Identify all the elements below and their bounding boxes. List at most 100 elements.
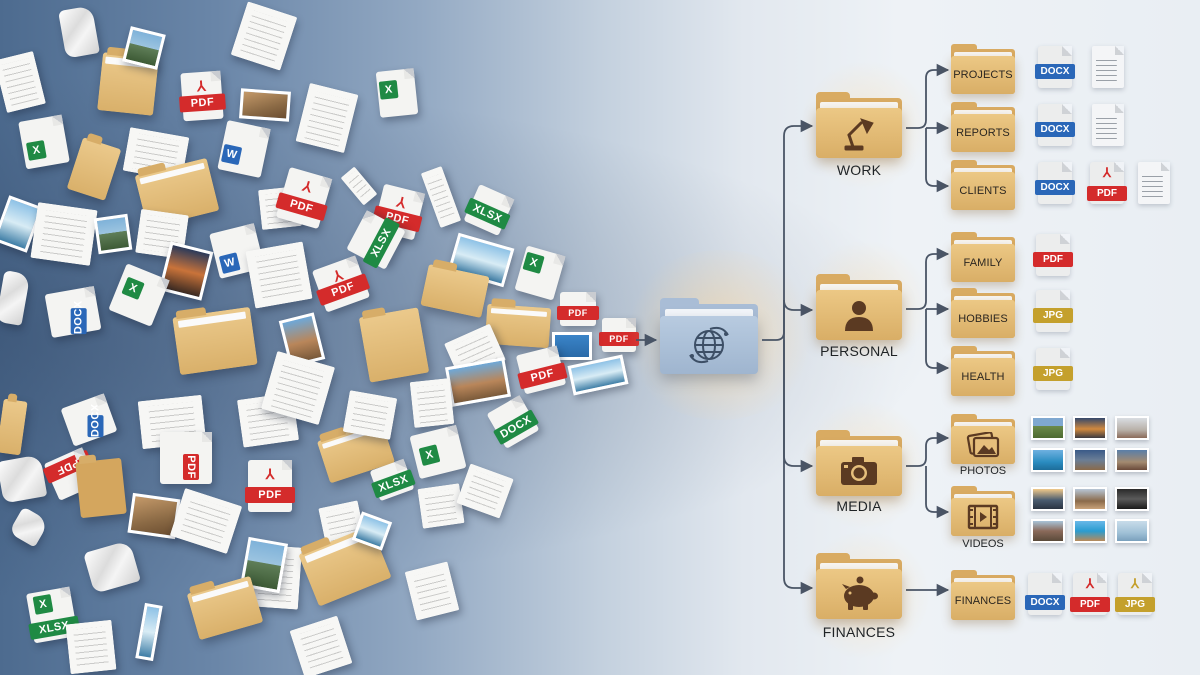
crumpled-paper	[83, 540, 141, 594]
word-icon: W	[218, 252, 241, 275]
pdf-label: PDF	[1070, 597, 1110, 612]
text-document	[30, 202, 98, 266]
folder-videos[interactable]	[951, 486, 1015, 536]
folder-reports-label: REPORTS	[951, 114, 1015, 152]
photos-icon	[966, 432, 1000, 458]
camera-icon	[841, 457, 877, 485]
video-thumbnail[interactable]	[1115, 519, 1149, 543]
hub-folder[interactable]	[660, 298, 758, 374]
docx-file: DOCX	[486, 395, 540, 449]
text-document-icon[interactable]	[1092, 104, 1124, 146]
text-document	[245, 241, 313, 309]
xlsx-file: X	[375, 68, 419, 118]
docx-file-icon[interactable]: DOCX	[1025, 573, 1065, 615]
excel-icon: X	[378, 79, 399, 100]
jpg-file-icon[interactable]: ⅄ JPG	[1115, 573, 1155, 615]
xlsx-file: X	[108, 263, 170, 327]
video-thumbnail[interactable]	[1031, 487, 1065, 511]
folder-reports[interactable]: REPORTS	[951, 102, 1015, 152]
text-document	[230, 1, 298, 71]
video-thumbnail[interactable]	[1115, 487, 1149, 511]
folder-clients[interactable]: CLIENTS	[951, 160, 1015, 210]
text-document	[342, 390, 398, 440]
excel-icon: X	[25, 140, 47, 161]
folder-family[interactable]: FAMILY	[951, 232, 1015, 282]
xlsx-label: XLSX	[464, 197, 511, 230]
pdf-label: PDF	[1033, 252, 1073, 267]
docx-file-icon[interactable]: DOCX	[1035, 162, 1075, 204]
crumpled-paper	[0, 454, 48, 504]
docx-label: DOCX	[1025, 595, 1065, 610]
folder	[186, 575, 264, 641]
excel-icon: X	[522, 251, 545, 274]
xlsx-label: XLSX	[370, 469, 416, 499]
text-document	[289, 615, 353, 675]
folder-health-label: HEALTH	[951, 358, 1015, 396]
word-icon: W	[220, 143, 243, 166]
photo	[93, 213, 133, 255]
docx-file: DOCX	[60, 393, 118, 447]
jpg-file-icon[interactable]: JPG	[1033, 290, 1073, 332]
folder-photos-label: PHOTOS	[959, 465, 1007, 477]
crumpled-paper	[0, 270, 31, 326]
pdf-label: PDF	[517, 362, 568, 390]
photo-thumbnail[interactable]	[1031, 448, 1065, 472]
photo-thumbnail[interactable]	[1031, 416, 1065, 440]
jpg-file-icon[interactable]: JPG	[1033, 348, 1073, 390]
jpg-label: JPG	[1033, 308, 1073, 323]
folder-hobbies[interactable]: HOBBIES	[951, 288, 1015, 338]
excel-icon: X	[32, 593, 54, 615]
photo-thumbnail[interactable]	[1073, 416, 1107, 440]
folder-finances-label: FINANCES	[822, 624, 896, 640]
folder-personal[interactable]	[816, 274, 902, 340]
crumpled-paper	[8, 506, 50, 548]
folder-finances-sub[interactable]: FINANCES	[951, 570, 1015, 620]
folder-photos[interactable]	[951, 414, 1015, 464]
video-thumbnail[interactable]	[1031, 519, 1065, 543]
folder	[0, 398, 28, 456]
desk-lamp-icon	[844, 118, 874, 151]
folder-personal-label: PERSONAL	[820, 343, 898, 359]
pdf-file-icon[interactable]: ⅄ PDF	[1070, 573, 1110, 615]
text-document	[0, 50, 46, 114]
folder-projects[interactable]: PROJECTS	[951, 44, 1015, 94]
person-icon	[845, 301, 873, 331]
pdf-file-icon[interactable]: PDF	[1033, 234, 1073, 276]
pdf-label: PDF	[183, 453, 199, 480]
folder-family-label: FAMILY	[951, 244, 1015, 282]
acrobat-icon: ⅄	[1131, 576, 1139, 591]
crumpled-paper	[58, 5, 100, 59]
xlsx-label: XLSX	[362, 216, 401, 269]
excel-icon: X	[121, 276, 145, 301]
video-thumbnail[interactable]	[1073, 487, 1107, 511]
docx-file-icon[interactable]: DOCX	[1035, 104, 1075, 146]
folder-media[interactable]	[816, 430, 902, 496]
folder-health[interactable]: HEALTH	[951, 346, 1015, 396]
text-document-icon[interactable]	[1092, 46, 1124, 88]
word-file: W	[217, 119, 271, 179]
folder-work[interactable]	[816, 92, 902, 158]
pdf-file-icon[interactable]: ⅄ PDF	[1087, 162, 1127, 204]
docx-label: DOCX	[1035, 122, 1075, 137]
folder-finances[interactable]	[816, 553, 902, 619]
pdf-label: PDF	[1087, 186, 1127, 201]
photo	[567, 354, 629, 396]
video-thumbnail[interactable]	[1073, 519, 1107, 543]
pdf-file: PDF	[557, 292, 599, 326]
acrobat-icon: ⅄	[196, 77, 207, 95]
docx-label: DOCX	[70, 300, 87, 335]
docx-file-icon[interactable]: DOCX	[1035, 46, 1075, 88]
pdf-file: PDF	[599, 318, 639, 352]
xlsx-file: XLSX	[463, 184, 515, 236]
text-document	[409, 378, 455, 428]
pdf-label: PDF	[599, 332, 639, 346]
folder-clients-label: CLIENTS	[951, 172, 1015, 210]
text-document	[417, 483, 465, 529]
photo-thumbnail[interactable]	[1073, 448, 1107, 472]
photo-thumbnail[interactable]	[1115, 416, 1149, 440]
text-document-icon[interactable]	[1138, 162, 1170, 204]
pdf-file: ⅄ PDF	[245, 460, 295, 512]
pdf-file: PDF	[160, 432, 212, 484]
photo-thumbnail[interactable]	[1115, 448, 1149, 472]
acrobat-icon: ⅄	[1103, 165, 1111, 180]
